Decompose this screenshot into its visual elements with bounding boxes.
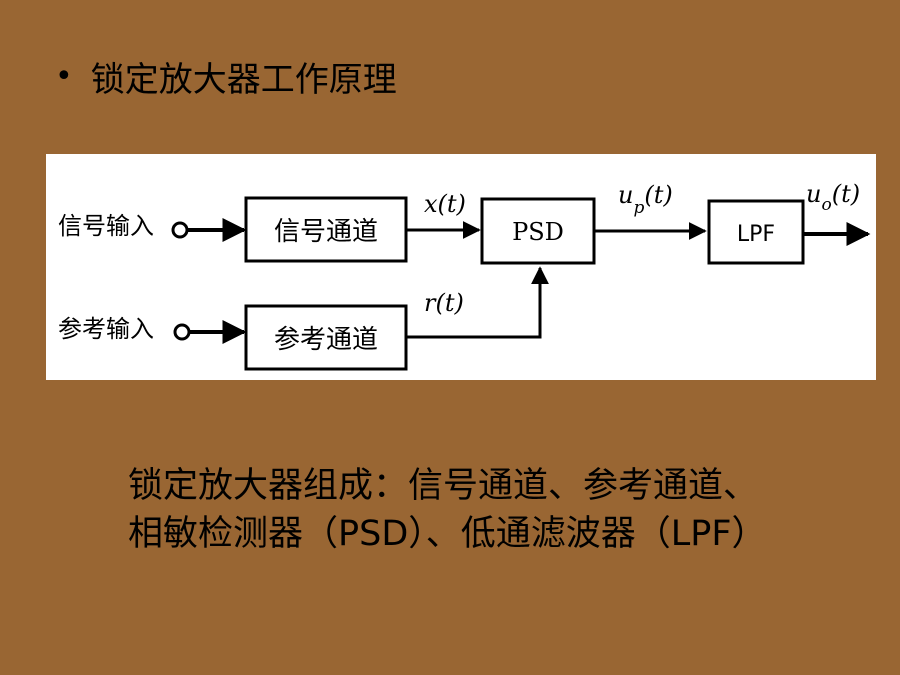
signal-input-label: 信号输入	[58, 212, 154, 240]
bullet-dot: •	[55, 59, 73, 94]
uo-signal-main: u	[806, 180, 821, 208]
block-diagram-svg: 信号输入 参考输入 信号通道 参考通道 x(t) PSD r(t) up(t) …	[58, 180, 871, 371]
reference-input-label: 参考输入	[58, 315, 154, 343]
heading-row: • 锁定放大器工作原理	[55, 52, 397, 101]
up-signal-label: up(t)	[618, 181, 673, 218]
slide-heading: 锁定放大器工作原理	[90, 60, 397, 100]
uo-signal-sub: o	[821, 195, 831, 215]
block-diagram: 信号输入 参考输入 信号通道 参考通道 x(t) PSD r(t) up(t) …	[46, 154, 876, 380]
r-signal-label: r(t)	[424, 289, 464, 317]
signal-input-terminal-icon	[171, 221, 189, 239]
x-signal-label: x(t)	[424, 190, 466, 218]
signal-channel-label: 信号通道	[274, 217, 378, 247]
lpf-label: LPF	[737, 222, 775, 247]
up-signal-arg: (t)	[644, 181, 672, 209]
up-signal-sub: p	[633, 198, 644, 218]
uo-signal-label: uo(t)	[806, 180, 860, 215]
up-signal-main: u	[618, 181, 633, 209]
reference-input-terminal-icon	[173, 323, 191, 341]
uo-signal-arg: (t)	[832, 180, 860, 208]
slide-caption: 锁定放大器组成：信号通道、参考通道、相敏检测器（PSD）、低通滤波器（LPF）	[128, 466, 767, 554]
reference-channel-label: 参考通道	[274, 325, 378, 355]
r-signal-arrow	[406, 266, 549, 339]
psd-block	[480, 197, 596, 265]
psd-label: PSD	[512, 218, 564, 246]
